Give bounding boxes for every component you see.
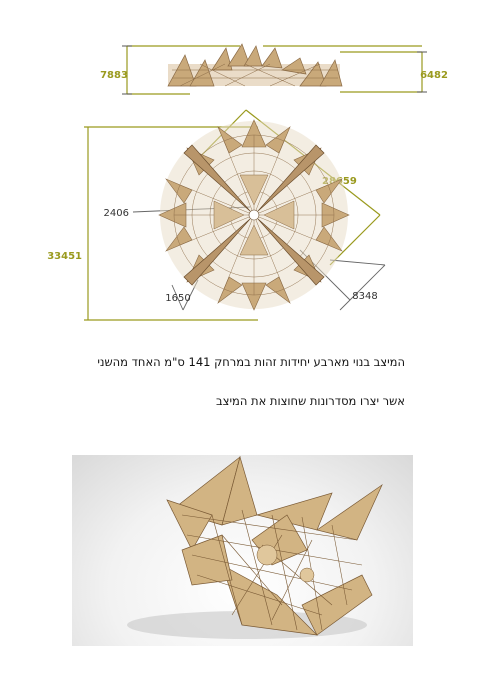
installation-render	[72, 455, 413, 646]
plan-bottom-right-dimension: 8348	[352, 291, 377, 302]
caption-line-1: המיצב בנוי מארבע יחידות זהות במרחק 141 ס…	[97, 355, 405, 369]
plan-bottom-left-dimension: 1650	[165, 293, 190, 304]
elevation-right-dimension: 6482	[420, 70, 448, 81]
plan-left-dimension: 2406	[104, 208, 129, 219]
plan-structure	[158, 119, 350, 311]
caption-line-2: אשר יצרו מסדרונות שחוצות את המיצב	[215, 394, 405, 408]
elevation-structure	[167, 43, 343, 87]
elevation-view: 7883 6482	[100, 43, 448, 95]
plan-view: 33451 28659 2406 1650 8348	[47, 109, 386, 321]
plan-height-dimension: 33451	[47, 251, 82, 262]
elevation-left-dimension: 7883	[100, 70, 128, 81]
